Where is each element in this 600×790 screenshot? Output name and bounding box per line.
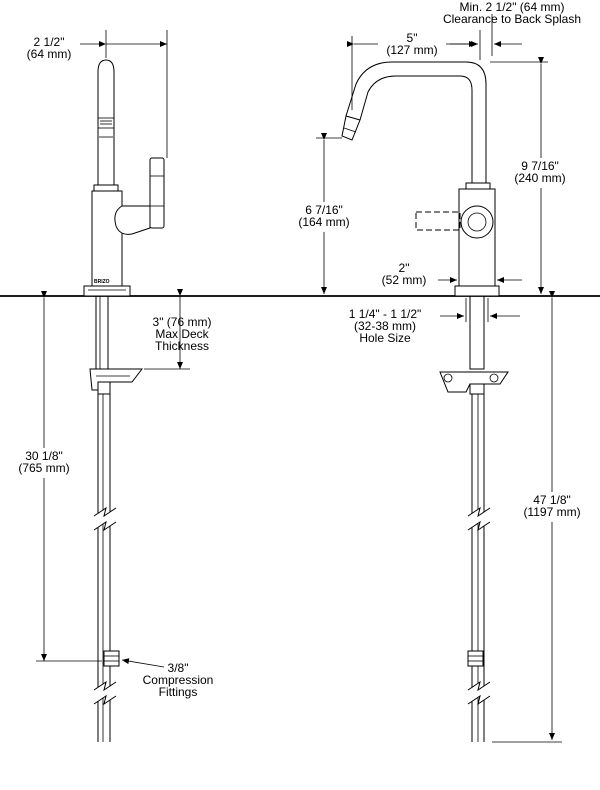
- spout-reach-mm: (127 mm): [386, 43, 437, 57]
- dim-supply-length: [36, 291, 102, 662]
- fittings-line2: Compression: [143, 673, 214, 687]
- fittings-line3: Fittings: [159, 685, 198, 699]
- spout-height-mm: (164 mm): [298, 215, 349, 229]
- spout-offset-mm: (64 mm): [27, 47, 72, 61]
- dim-deck-thickness: [144, 289, 190, 370]
- hole-size-line3: Hole Size: [359, 331, 411, 345]
- dim-hole-size: [440, 298, 520, 322]
- deck-thickness-line3: Thickness: [155, 339, 209, 353]
- hole-size-label: 1 1/4" - 1 1/2": [349, 307, 422, 321]
- supply-length-mm: (765 mm): [18, 461, 69, 475]
- overall-length-label: 47 1/8": [533, 493, 571, 507]
- spout-offset-label: 2 1/2": [34, 35, 65, 49]
- spout-height-label: 6 7/16": [305, 203, 343, 217]
- side-view-faucet: BRIZO: [83, 59, 165, 742]
- total-height-label: 9 7/16": [521, 159, 559, 173]
- base-diameter-label: 2": [399, 261, 410, 275]
- clearance-label: Min. 2 1/2" (64 mm): [460, 0, 565, 14]
- fittings-leader: [121, 658, 165, 668]
- fittings-size: 3/8": [168, 661, 189, 675]
- total-height-mm: (240 mm): [514, 171, 565, 185]
- spout-reach-label: 5": [407, 31, 418, 45]
- front-view-faucet: [341, 61, 509, 742]
- brand-mark: BRIZO: [94, 279, 110, 285]
- dim-spout-offset: [80, 30, 168, 158]
- deck-thickness-line2: Max Deck: [155, 327, 209, 341]
- hole-size-mm: (32-38 mm): [354, 319, 416, 333]
- overall-length-mm: (1197 mm): [523, 505, 580, 519]
- base-diameter-mm: (52 mm): [382, 273, 427, 287]
- supply-length-label: 30 1/8": [25, 449, 63, 463]
- dim-spout-reach: [347, 36, 478, 110]
- deck-thickness-label: 3" (76 mm): [153, 315, 212, 329]
- clearance-line2: Clearance to Back Splash: [443, 12, 581, 26]
